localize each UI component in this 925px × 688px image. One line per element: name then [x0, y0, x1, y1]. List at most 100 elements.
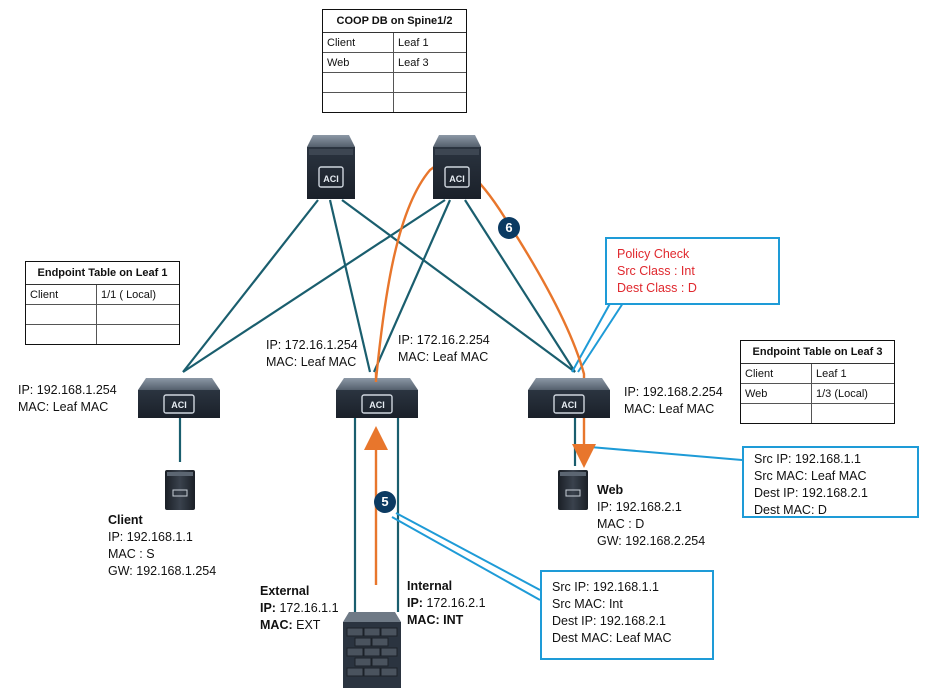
external-ip: 172.16.1.1: [275, 601, 339, 615]
internal-label: Internal IP: 172.16.2.1 MAC: INT: [407, 578, 486, 629]
web-name: Web: [597, 483, 624, 497]
leaf3-cell: Web: [741, 383, 812, 404]
internal-mac: INT: [439, 613, 464, 627]
leaf2-logo: ACI: [369, 400, 385, 410]
web-packet-line-3: Dest IP: 192.168.2.1: [754, 486, 868, 500]
leaf2-right-mac: MAC: Leaf MAC: [398, 350, 489, 364]
web-packet-line-4: Dest MAC: D: [754, 503, 827, 517]
leaf2-left-ip: IP: 172.16.1.254: [266, 338, 358, 352]
policy-line-2: Src Class : Int: [617, 264, 695, 278]
coop-cell: Leaf 1: [393, 32, 466, 53]
leaf3-switch: ACI: [528, 378, 610, 418]
leaf3-logo: ACI: [561, 400, 577, 410]
leaf1-cell: [96, 304, 179, 325]
web-label: Web IP: 192.168.2.1 MAC : D GW: 192.168.…: [597, 482, 705, 550]
policy-line-1: Policy Check: [617, 247, 690, 261]
leaf1-cell: [26, 304, 97, 325]
leaf1-logo: ACI: [171, 400, 187, 410]
fw-packet-line-3: Dest IP: 192.168.2.1: [552, 614, 666, 628]
external-name: External: [260, 584, 310, 598]
web-server-icon: [558, 470, 588, 510]
leaf2-switch: ACI: [336, 378, 418, 418]
client-server-icon: [165, 470, 195, 510]
client-ip: IP: 192.168.1.1: [108, 530, 193, 544]
fw-packet-line-4: Dest MAC: Leaf MAC: [552, 631, 672, 645]
leaf3-cell: [741, 403, 812, 423]
leaf3-table-title: Endpoint Table on Leaf 3: [741, 341, 894, 364]
client-gw: GW: 192.168.1.254: [108, 564, 217, 578]
coop-cell: [393, 92, 466, 112]
link-spine2-leaf3: [464, 199, 576, 373]
leaf1-cell: 1/1 ( Local): [96, 284, 179, 305]
web-packet-pointer: [589, 446, 743, 461]
link-spine1-leaf3: [341, 199, 576, 373]
leaf1-cell: [96, 324, 179, 344]
leaf3-mac: MAC: Leaf MAC: [624, 402, 715, 416]
link-spine2-leaf2: [372, 199, 452, 373]
web-packet-line-1: Src IP: 192.168.1.1: [754, 452, 862, 466]
fw-packet-pointer-2: [391, 516, 541, 601]
firewall-icon: [343, 612, 401, 688]
spine2-logo: ACI: [449, 174, 465, 184]
leaf2-right-ip: IP: 172.16.2.254: [398, 333, 490, 347]
leaf1-switch: ACI: [138, 378, 220, 418]
coop-cell: [323, 72, 394, 93]
leaf3-address-label: IP: 192.168.2.254 MAC: Leaf MAC: [624, 384, 723, 418]
policy-pointer-1: [571, 299, 613, 373]
fw-packet-line-2: Src MAC: Int: [552, 597, 623, 611]
fw-packet-pointer-1: [395, 512, 541, 591]
fw-packet-line-1: Src IP: 192.168.1.1: [552, 580, 660, 594]
web-packet-line-2: Src MAC: Leaf MAC: [754, 469, 867, 483]
policy-line-3: Dest Class : D: [617, 281, 697, 295]
step-5-badge: 5: [374, 491, 396, 513]
client-mac: MAC : S: [108, 547, 155, 561]
leaf3-cell: Client: [741, 363, 812, 384]
packet-path: [364, 162, 596, 585]
internal-mac-key: MAC:: [407, 613, 440, 627]
coop-cell: Leaf 3: [393, 52, 466, 73]
web-ip: IP: 192.168.2.1: [597, 500, 682, 514]
leaf1-mac: MAC: Leaf MAC: [18, 400, 109, 414]
link-spine1-leaf2: [328, 199, 372, 373]
external-label: External IP: 172.16.1.1 MAC: EXT: [260, 583, 339, 634]
external-mac-key: MAC:: [260, 618, 293, 632]
internal-ip: 172.16.2.1: [422, 596, 486, 610]
fw-packet-callout: Src IP: 192.168.1.1 Src MAC: Int Dest IP…: [540, 570, 714, 660]
internal-ip-key: IP:: [407, 596, 423, 610]
coop-cell: [393, 72, 466, 93]
leaf1-cell: [26, 324, 97, 344]
coop-cell: Web: [323, 52, 394, 73]
leaf3-cell: [811, 403, 894, 423]
external-mac: EXT: [292, 618, 321, 632]
leaf3-ip: IP: 192.168.2.254: [624, 385, 723, 399]
coop-db-title: COOP DB on Spine1/2: [323, 10, 466, 33]
leaf1-ip: IP: 192.168.1.254: [18, 383, 117, 397]
internal-name: Internal: [407, 579, 453, 593]
leaf3-cell: Leaf 1: [811, 363, 894, 384]
client-label: Client IP: 192.168.1.1 MAC : S GW: 192.1…: [108, 512, 216, 580]
client-name: Client: [108, 513, 143, 527]
callout-pointers: [391, 299, 743, 601]
web-gw: GW: 192.168.2.254: [597, 534, 706, 548]
leaf2-left-mac: MAC: Leaf MAC: [266, 355, 357, 369]
coop-cell: Client: [323, 32, 394, 53]
spine2-switch: ACI: [433, 135, 481, 199]
web-mac: MAC : D: [597, 517, 645, 531]
spine1-logo: ACI: [323, 174, 339, 184]
leaf1-table-title: Endpoint Table on Leaf 1: [26, 262, 179, 285]
leaf3-cell: 1/3 (Local): [811, 383, 894, 404]
leaf1-cell: Client: [26, 284, 97, 305]
policy-check-callout: Policy Check Src Class : Int Dest Class …: [605, 237, 780, 305]
leaf2-right-address-label: IP: 172.16.2.254 MAC: Leaf MAC: [398, 332, 490, 366]
link-spine1-leaf1: [182, 199, 319, 373]
leaf2-left-address-label: IP: 172.16.1.254 MAC: Leaf MAC: [266, 337, 358, 371]
coop-cell: [323, 92, 394, 112]
policy-pointer-2: [577, 299, 626, 373]
step-6-badge: 6: [498, 217, 520, 239]
web-packet-callout: Src IP: 192.168.1.1 Src MAC: Leaf MAC De…: [742, 446, 919, 518]
external-ip-key: IP:: [260, 601, 276, 615]
